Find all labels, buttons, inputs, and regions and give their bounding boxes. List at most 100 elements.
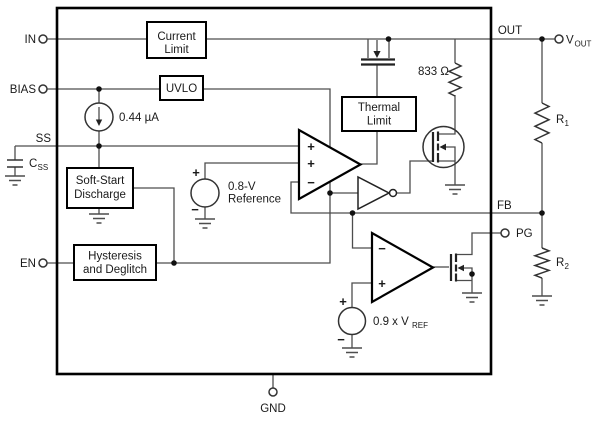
pin-label: IN [25, 34, 37, 46]
pin-label: OUT [498, 25, 522, 37]
uvlo-block: UVLO [159, 75, 204, 101]
block-label-line1: Current [157, 31, 196, 43]
internal-resistor-value: 833 Ω [418, 66, 449, 78]
plus-sign: + [339, 294, 347, 309]
pin-ss: SS [36, 133, 52, 145]
current-source-circle [84, 102, 114, 132]
gate-driver-buffer [357, 175, 398, 211]
opamp-triangle-icon [297, 128, 363, 201]
ic-boundary-box [55, 6, 493, 376]
thermal-limit-block: Thermal Limit [341, 96, 417, 132]
minus-sign: − [307, 175, 315, 190]
hysteresis-deglitch-block: Hysteresis and Deglitch [73, 244, 157, 281]
resistor-zigzag [447, 62, 463, 97]
css-label-sub: SS [38, 163, 49, 172]
r1-label: R [556, 114, 564, 126]
pin-out: OUT [498, 25, 522, 37]
pin-fb: FB [497, 200, 512, 212]
error-amplifier: + + − [297, 128, 363, 201]
pin-terminal-icon [38, 258, 48, 268]
pin-in: IN [25, 34, 48, 46]
buffer-triangle-icon [357, 175, 391, 211]
power-good-comparator: − + [370, 231, 436, 304]
pin-label: EN [20, 258, 36, 270]
resistor-zigzag [532, 247, 552, 279]
wire-erramp-to-thermal [360, 131, 378, 165]
soft-start-current-source: 0.44 µA [84, 102, 159, 132]
reference-label-line1: 0.8-V [228, 181, 256, 193]
ground-symbol [444, 184, 466, 195]
inverter-bubble-icon [388, 188, 398, 198]
pin-terminal-icon [554, 34, 564, 44]
power-good-fet [449, 253, 473, 282]
resistor-zigzag [533, 102, 551, 144]
block-box [146, 21, 207, 59]
plus-sign: + [192, 165, 200, 180]
wire-discharge-fet-source [438, 160, 456, 185]
left-arrow-icon [457, 264, 464, 272]
plus-sign: + [307, 156, 315, 171]
r2-label-sub: 2 [565, 262, 570, 271]
wires [14, 38, 555, 388]
block-label-line2: Discharge [74, 189, 126, 201]
down-arrow-icon [95, 119, 103, 126]
block-label-line1: Thermal [358, 102, 400, 114]
pin-bias: BIAS [10, 84, 48, 96]
pg-reference-source: + − 0.9 x V REF [337, 294, 428, 347]
junction-dot [327, 190, 333, 196]
ground-symbol [341, 347, 363, 358]
junction-dots [96, 36, 545, 277]
block-box [159, 75, 204, 101]
pass-fet-stubs [367, 39, 390, 58]
ground-symbol [88, 213, 110, 224]
capacitor-plates [7, 159, 23, 168]
wire-buffer-output [396, 160, 432, 194]
pin-terminal-icon [38, 84, 48, 94]
minus-sign: − [191, 202, 199, 217]
block-label-line2: Limit [367, 116, 392, 128]
ground-symbol [461, 292, 483, 303]
junction-dot [385, 36, 392, 42]
bandgap-reference-source: + − 0.8-V Reference [190, 165, 281, 217]
current-limit-block: Current Limit [146, 21, 207, 59]
reference-circle [190, 178, 220, 208]
minus-sign: − [378, 241, 386, 256]
vout-label-sub: OUT [575, 40, 592, 49]
wire-pg-fet-source [457, 279, 473, 293]
block-label: UVLO [166, 83, 197, 95]
pin-label: PG [516, 228, 533, 240]
pin-terminal-icon [268, 387, 278, 397]
wire-833-to-fet-drain [438, 95, 456, 135]
plus-sign: + [307, 139, 315, 154]
plus-sign: + [378, 276, 386, 291]
wire-comparator-plus [351, 282, 372, 308]
soft-start-capacitor: C SS [7, 158, 48, 172]
junction-dot [469, 271, 475, 277]
wire-reference [204, 162, 299, 179]
down-arrow-icon [373, 51, 381, 58]
wire-pg [457, 232, 501, 256]
block-label-line2: and Deglitch [83, 264, 147, 276]
pin-label: BIAS [10, 84, 37, 96]
block-label-line1: Hysteresis [88, 251, 142, 263]
junction-dot [171, 260, 177, 266]
junction-dot [539, 210, 545, 216]
block-box [73, 244, 157, 281]
current-source-value: 0.44 µA [119, 112, 159, 124]
pg-reference-circle [337, 306, 367, 336]
junction-dot [96, 86, 102, 92]
ground-symbol [194, 218, 216, 229]
r2-label: R [556, 257, 564, 269]
css-label: C [29, 158, 37, 170]
pin-pg: PG [500, 228, 533, 240]
wire-comparator-minus [351, 213, 372, 249]
pin-label: FB [497, 200, 512, 212]
block-label-line2: Limit [164, 44, 189, 56]
pin-label: SS [36, 133, 52, 145]
active-discharge-fet [422, 125, 465, 169]
internal-discharge-resistor: 833 Ω [418, 62, 463, 97]
soft-start-discharge-block: Soft-Start Discharge [66, 167, 134, 209]
junction-dot [96, 143, 102, 149]
junction-dot [349, 210, 356, 216]
